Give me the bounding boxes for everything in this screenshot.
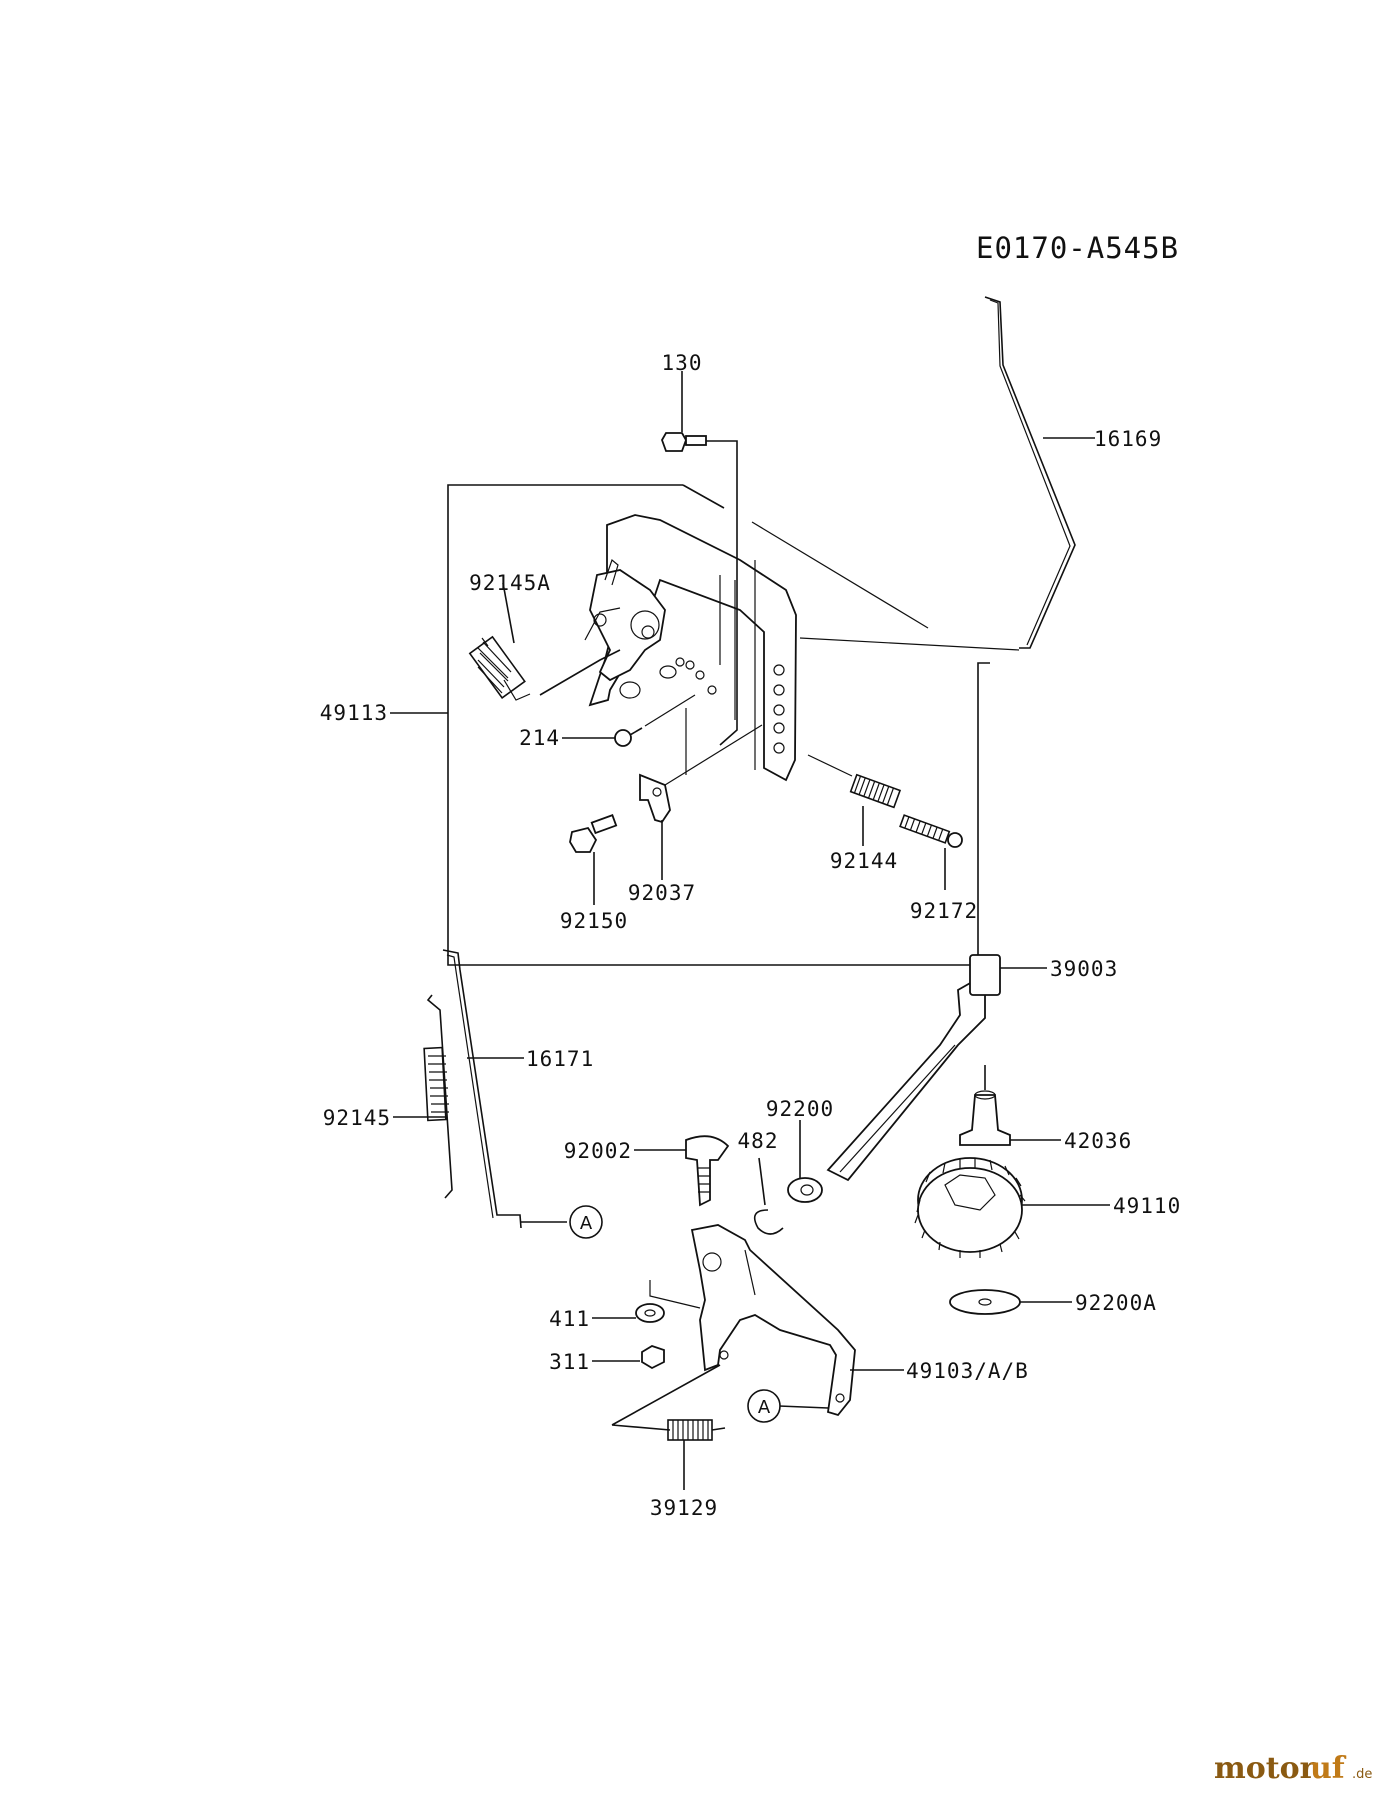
svg-text:motor: motor: [1214, 1751, 1317, 1786]
svg-text:.de: .de: [1352, 1767, 1372, 1782]
label-92172: 92172: [910, 899, 978, 923]
svg-text:A: A: [758, 1397, 771, 1418]
label-92145A: 92145A: [469, 571, 551, 595]
label-39003: 39003: [1050, 957, 1118, 981]
part-labels: 130 16169 92145A 49113 214 92144 92037 9…: [320, 351, 1181, 1520]
callout-a-arm: A: [747, 1389, 781, 1423]
label-130: 130: [662, 351, 703, 375]
label-92002: 92002: [564, 1139, 632, 1163]
label-411: 411: [549, 1307, 590, 1331]
label-16171: 16171: [526, 1047, 594, 1071]
label-49110: 49110: [1113, 1194, 1181, 1218]
label-311: 311: [549, 1350, 590, 1374]
label-92200A: 92200A: [1075, 1291, 1157, 1315]
control-panel-assembly: [390, 296, 1095, 966]
callout-a-rod: A: [569, 1205, 603, 1239]
diagram-code: E0170-A545B: [976, 231, 1179, 265]
label-92144: 92144: [830, 849, 898, 873]
svg-text:A: A: [580, 1213, 593, 1234]
label-92145: 92145: [323, 1106, 391, 1130]
label-49103: 49103/A/B: [906, 1359, 1029, 1383]
label-92150: 92150: [560, 909, 628, 933]
label-214: 214: [519, 726, 560, 750]
label-39129: 39129: [650, 1496, 718, 1520]
label-16169: 16169: [1094, 427, 1162, 451]
governor-assembly: [393, 949, 1110, 1490]
label-92200: 92200: [766, 1097, 834, 1121]
label-92037: 92037: [628, 881, 696, 905]
label-42036: 42036: [1064, 1129, 1132, 1153]
label-482: 482: [738, 1129, 779, 1153]
svg-text:uf: uf: [1310, 1751, 1347, 1786]
watermark-logo: motor uf .de: [1214, 1751, 1372, 1786]
label-49113: 49113: [320, 701, 388, 725]
